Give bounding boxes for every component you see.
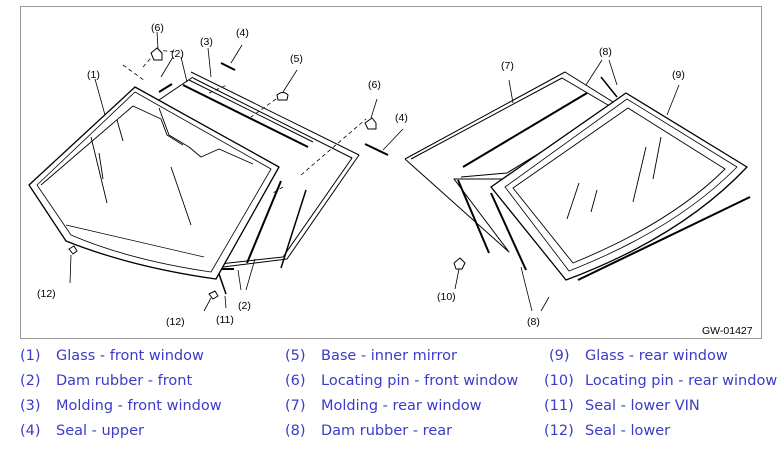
front-dam-rubber xyxy=(158,79,314,270)
figure-id: GW-01427 xyxy=(702,325,753,337)
callout-12b: (12) xyxy=(166,316,185,328)
legend-label: Molding - rear window xyxy=(321,398,482,414)
front-seal-upper xyxy=(220,62,389,156)
legend-label: Glass - front window xyxy=(56,348,204,364)
callout-6b: (6) xyxy=(368,79,381,91)
legend-number: (4) xyxy=(20,423,41,439)
legend-item-seal-lower-vin: (11) Seal - lower VIN xyxy=(544,398,700,414)
legend-item-molding-rear: (7) Molding - rear window xyxy=(285,398,482,414)
leader-lines xyxy=(69,31,680,312)
legend-number: (10) xyxy=(544,373,574,389)
rear-dam-rubber xyxy=(457,76,751,281)
legend-label: Locating pin - front window xyxy=(321,373,519,389)
inner-mirror-base xyxy=(276,92,289,101)
callout-3: (3) xyxy=(200,36,213,48)
legend-label: Dam rubber - front xyxy=(56,373,193,389)
legend-number: (8) xyxy=(285,423,306,439)
legend-item-mirror-base: (5) Base - inner mirror xyxy=(285,348,457,364)
legend-label: Base - inner mirror xyxy=(321,348,457,364)
legend-number: (12) xyxy=(544,423,574,439)
callout-10: (10) xyxy=(437,291,456,303)
callout-4a: (4) xyxy=(236,27,249,39)
rear-locating-pin xyxy=(453,257,466,270)
legend-number: (7) xyxy=(285,398,306,414)
legend-label: Molding - front window xyxy=(56,398,222,414)
front-locating-pins xyxy=(68,47,377,300)
legend-item-seal-lower: (12) Seal - lower xyxy=(544,423,670,439)
legend-item-glass-rear: (9) Glass - rear window xyxy=(549,348,728,364)
callout-6a: (6) xyxy=(151,22,164,34)
exploded-diagram: (6) (2) (3) (4) (1) (5) (6) (4) (12) (2)… xyxy=(20,6,762,339)
callout-4b: (4) xyxy=(395,112,408,124)
callout-9: (9) xyxy=(672,69,685,81)
callout-2a: (2) xyxy=(171,48,184,60)
diagram-svg: (6) (2) (3) (4) (1) (5) (6) (4) (12) (2)… xyxy=(28,22,753,337)
legend-number: (9) xyxy=(549,348,570,364)
legend-item-molding-front: (3) Molding - front window xyxy=(20,398,222,414)
legend-number: (3) xyxy=(20,398,41,414)
callout-12a: (12) xyxy=(37,288,56,300)
legend-number: (1) xyxy=(20,348,41,364)
legend-number: (2) xyxy=(20,373,41,389)
legend-label: Dam rubber - rear xyxy=(321,423,453,439)
callout-8a: (8) xyxy=(599,46,612,58)
legend-item-glass-front: (1) Glass - front window xyxy=(20,348,204,364)
legend: (1) Glass - front window (2) Dam rubber … xyxy=(20,346,780,446)
legend-item-seal-upper: (4) Seal - upper xyxy=(20,423,144,439)
legend-label: Locating pin - rear window xyxy=(585,373,778,389)
callout-11: (11) xyxy=(216,314,234,326)
front-glass xyxy=(28,86,280,280)
legend-label: Seal - upper xyxy=(56,423,144,439)
legend-item-locating-pin-rear: (10) Locating pin - rear window xyxy=(544,373,777,389)
legend-number: (5) xyxy=(285,348,306,364)
callout-1: (1) xyxy=(87,69,100,81)
rear-glass xyxy=(490,92,748,281)
legend-number: (6) xyxy=(285,373,306,389)
legend-label: Glass - rear window xyxy=(585,348,728,364)
legend-item-locating-pin-front: (6) Locating pin - front window xyxy=(285,373,518,389)
legend-item-dam-rubber-rear: (8) Dam rubber - rear xyxy=(285,423,452,439)
callout-5: (5) xyxy=(290,53,303,65)
legend-item-dam-rubber-front: (2) Dam rubber - front xyxy=(20,373,192,389)
callout-7: (7) xyxy=(501,60,514,72)
callout-2b: (2) xyxy=(238,300,251,312)
callout-8b: (8) xyxy=(527,316,540,328)
legend-label: Seal - lower VIN xyxy=(585,398,700,414)
legend-label: Seal - lower xyxy=(585,423,671,439)
legend-number: (11) xyxy=(544,398,574,414)
